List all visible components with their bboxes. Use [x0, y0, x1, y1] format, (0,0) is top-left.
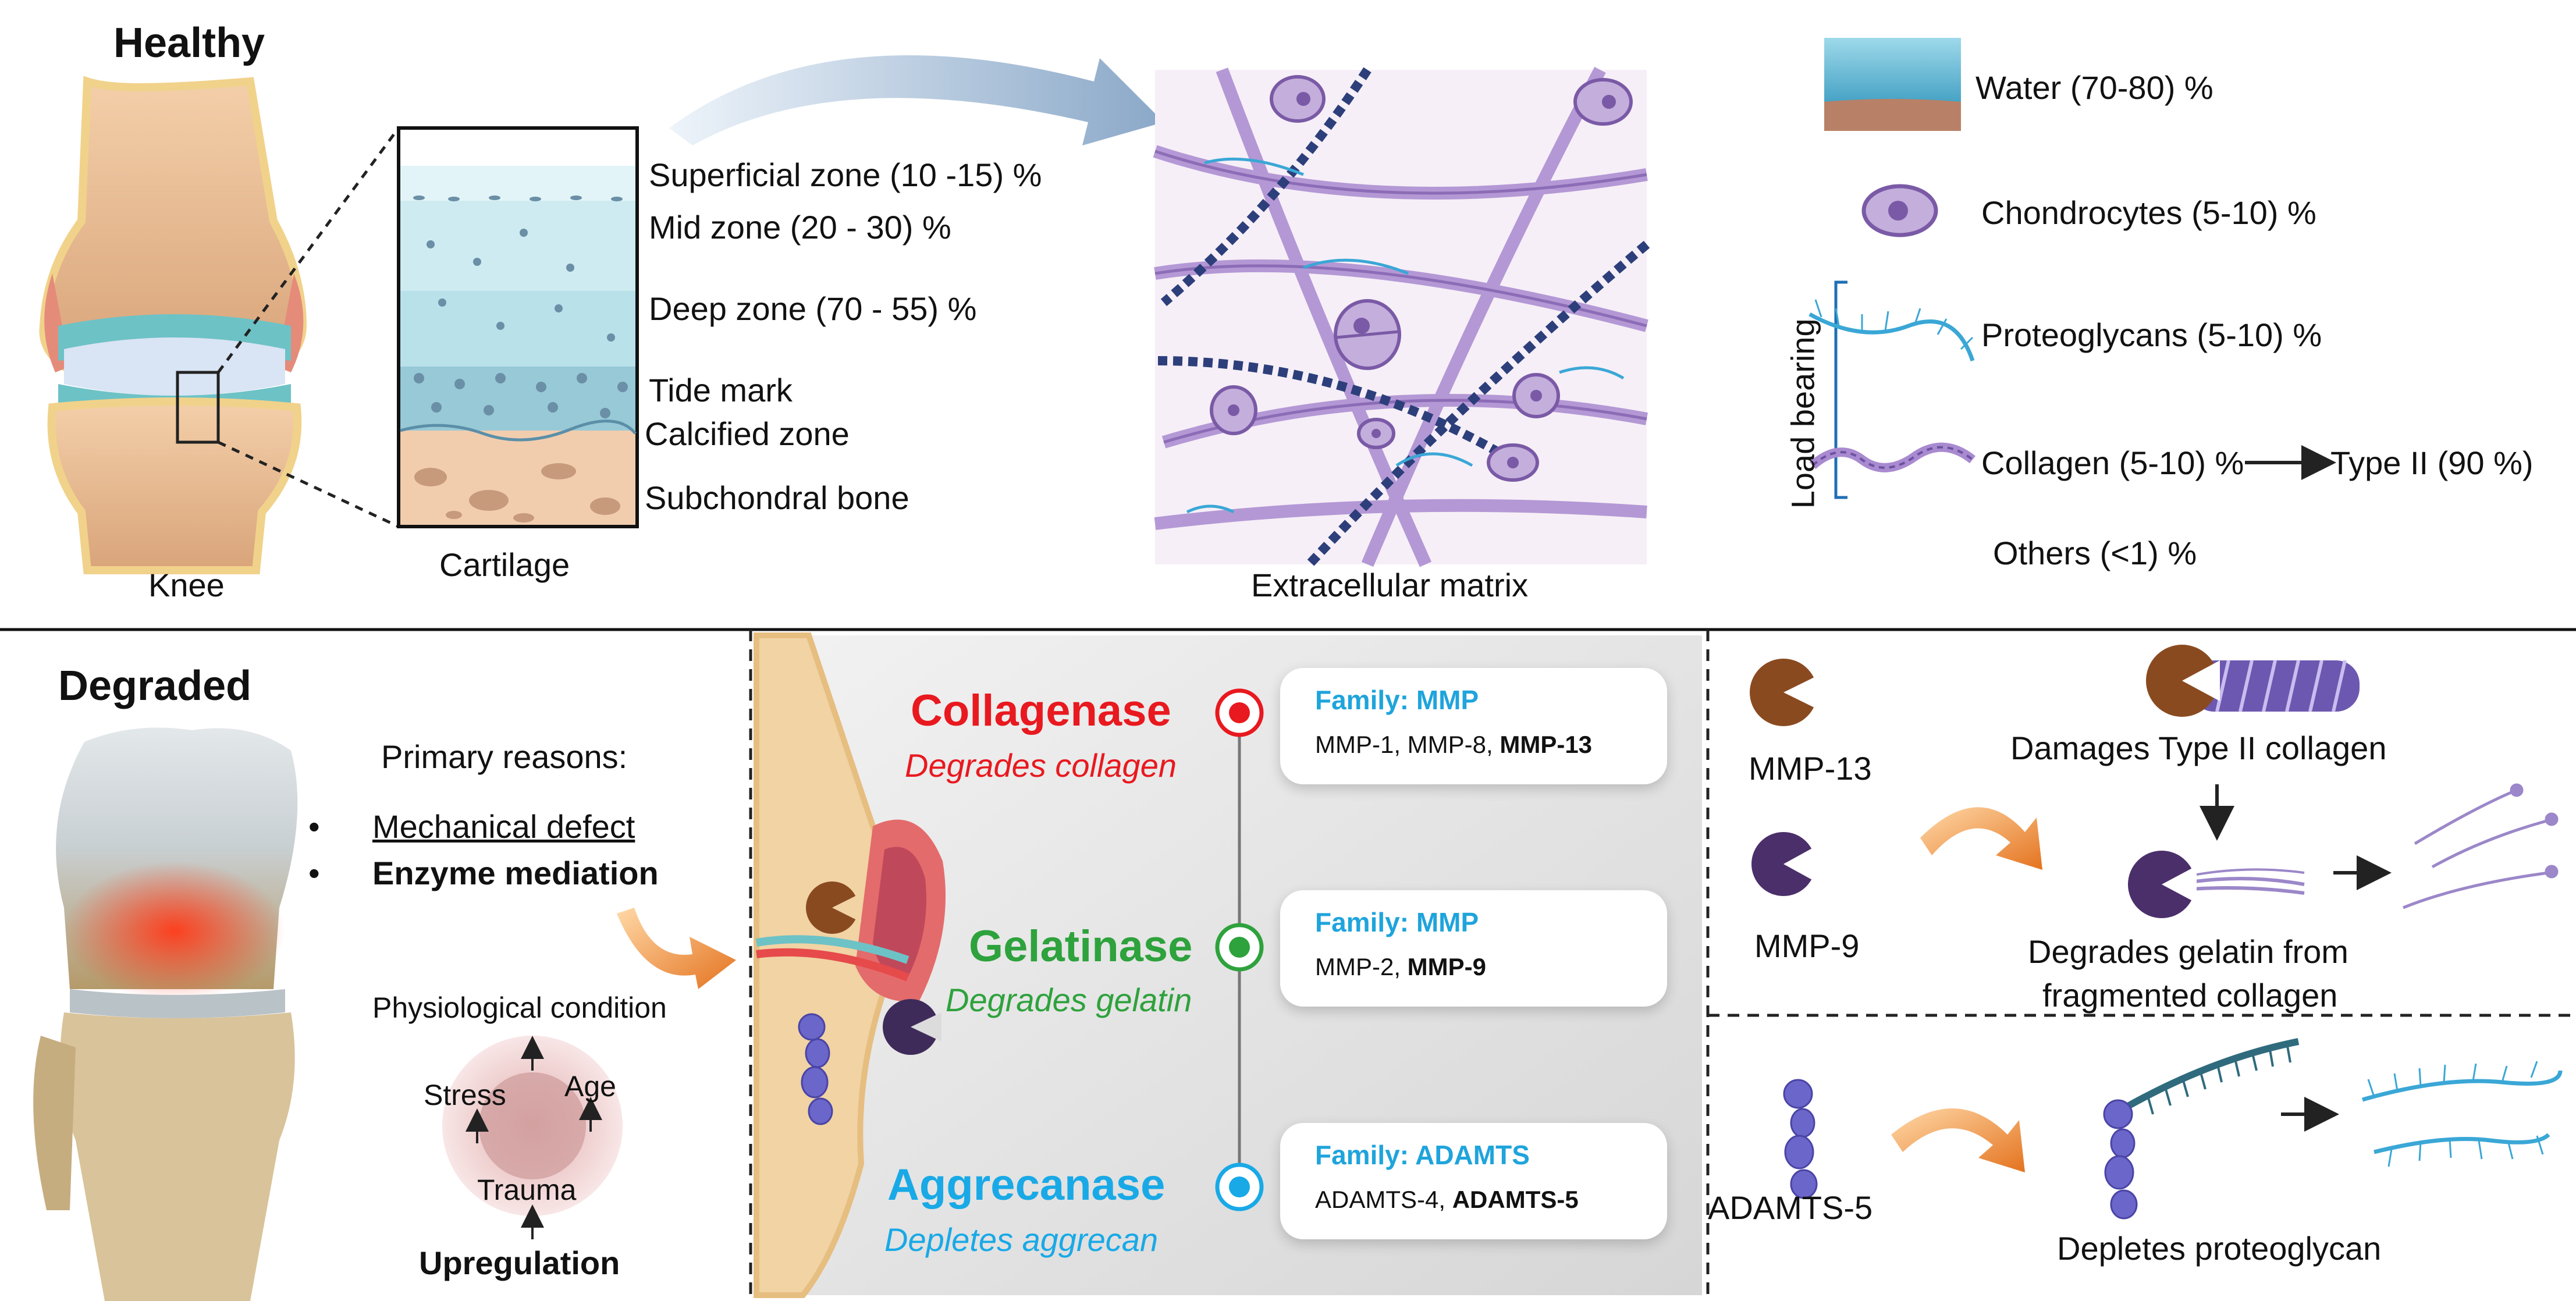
enzyme-collagenase-name: Collagenase [911, 686, 1171, 735]
card-aggrecanase: Family: ADAMTS ADAMTS-4, ADAMTS-5 [1280, 1123, 1667, 1239]
card-gelatinase-members-bold: MMP-9 [1407, 953, 1487, 980]
cartilage-label: Cartilage [439, 546, 570, 583]
ecm-label: Extracellular matrix [1251, 567, 1529, 603]
card-gelatinase-members: MMP-2, MMP-9 [1315, 953, 1486, 981]
mmp9-icon [1751, 832, 1818, 896]
zone-deep: Deep zone (70 - 55) % [649, 290, 977, 327]
cartilage-zones-illustration [397, 126, 639, 528]
card-collagenase-members: MMP-1, MMP-8, MMP-13 [1315, 731, 1592, 759]
card-aggrecanase-family: Family: ADAMTS [1315, 1140, 1530, 1170]
zone-mid: Mid zone (20 - 30) % [649, 209, 951, 246]
card-gelatinase-family: Family: MMP [1315, 907, 1479, 937]
zone-calcified: Calcified zone [645, 415, 850, 452]
enzyme-aggrecanase-action: Depletes aggrecan [884, 1221, 1159, 1258]
gelatin-label-line1: Degrades gelatin from [2028, 933, 2348, 970]
joint-closeup-illustration [754, 632, 946, 1298]
ecm-illustration [1153, 66, 1650, 568]
card-gelatinase-members-plain: MMP-2, [1315, 953, 1408, 980]
others-label: Others (<1) % [1993, 535, 2197, 571]
mmp-arrow [1920, 807, 2042, 870]
card-collagenase: Family: MMP MMP-1, MMP-8, MMP-13 [1280, 668, 1667, 784]
enzyme-gelatinase-action: Degrades gelatin [946, 982, 1192, 1018]
healthy-title: Healthy [113, 20, 265, 66]
depleted-proteoglycan-icon [2362, 1061, 2563, 1167]
adamts5-enzyme-panel-icon [798, 1013, 833, 1125]
chondrocytes-label: Chondrocytes (5-10) % [1981, 194, 2316, 231]
bullet-1: • [308, 808, 320, 845]
adamts5-proteoglycan-complex [2103, 1038, 2300, 1220]
card-aggrecanase-members-bold: ADAMTS-5 [1452, 1186, 1579, 1213]
water-label: Water (70-80) % [1975, 69, 2213, 106]
type2-label: Type II (90 %) [2330, 445, 2534, 481]
mmp9-enzyme-panel-icon [883, 999, 941, 1055]
card-collagenase-family: Family: MMP [1315, 685, 1479, 715]
zone-subchondral: Subchondral bone [645, 479, 909, 516]
water-icon [1824, 38, 1961, 131]
reason-enzyme: Enzyme mediation [372, 855, 659, 891]
mmp13-enzyme-panel-icon [806, 881, 861, 934]
adamts5-label: ADAMTS-5 [1708, 1189, 1873, 1226]
factor-stress: Stress [424, 1079, 506, 1111]
bullet-2: • [308, 855, 320, 891]
card-aggrecanase-members: ADAMTS-4, ADAMTS-5 [1315, 1186, 1579, 1214]
collagen-label: Collagen (5-10) % [1981, 445, 2244, 481]
card-collagenase-members-plain: MMP-1, MMP-8, [1315, 731, 1500, 758]
proteoglycans-label: Proteoglycans (5-10) % [1981, 317, 2322, 353]
factor-trauma: Trauma [477, 1174, 577, 1206]
healthy-knee-illustration [39, 76, 400, 574]
degraded-title: Degraded [58, 663, 252, 709]
zone-superficial: Superficial zone (10 -15) % [649, 157, 1042, 193]
reasons-arrow [617, 908, 736, 989]
enzyme-gelatinase-name: Gelatinase [969, 922, 1193, 971]
adamts-arrow [1891, 1108, 2025, 1172]
load-bearing-label: Load bearing [1784, 318, 1821, 509]
upregulation-label: Upregulation [419, 1245, 620, 1281]
mmp13-icon [1750, 659, 1821, 726]
enzyme-collagenase-action: Degrades collagen [905, 747, 1177, 784]
factor-physiological: Physiological condition [372, 991, 667, 1024]
proteoglycan-icon [1808, 299, 1975, 362]
chondrocyte-icon [1861, 184, 1938, 237]
timeline-dot-gelatinase [1215, 923, 1264, 972]
gelatin-label-line2: fragmented collagen [2042, 977, 2338, 1014]
degraded-knee-illustration [33, 727, 298, 1301]
enzyme-aggrecanase-name: Aggrecanase [887, 1160, 1166, 1210]
card-aggrecanase-members-plain: ADAMTS-4, [1315, 1186, 1452, 1213]
mmp13-collagen-complex [2146, 645, 2360, 717]
mmp9-gelatin-complex [2128, 851, 2305, 918]
upregulation-circle [442, 1036, 623, 1216]
adamts5-icon [1783, 1079, 1818, 1199]
arc-arrow [669, 55, 1164, 145]
zone-tide-mark: Tide mark [649, 372, 793, 408]
mmp13-label: MMP-13 [1749, 750, 1872, 787]
load-bearing-bracket [1834, 280, 1847, 499]
factor-arrows [466, 1036, 602, 1239]
timeline-dot-aggrecanase [1215, 1163, 1264, 1211]
reason-mechanical: Mechanical defect [372, 808, 635, 845]
factor-age: Age [564, 1070, 616, 1103]
depletes-label: Depletes proteoglycan [2057, 1230, 2382, 1267]
fragmented-collagen-icon [2403, 783, 2559, 909]
mmp9-label: MMP-9 [1754, 927, 1860, 964]
damages-label: Damages Type II collagen [2010, 730, 2387, 766]
card-gelatinase: Family: MMP MMP-2, MMP-9 [1280, 890, 1667, 1007]
knee-label: Knee [148, 567, 225, 603]
card-collagenase-members-bold: MMP-13 [1500, 731, 1593, 758]
collagen-icon [1809, 442, 1975, 472]
primary-reasons-label: Primary reasons: [381, 738, 628, 775]
timeline-dot-collagenase [1215, 688, 1264, 737]
